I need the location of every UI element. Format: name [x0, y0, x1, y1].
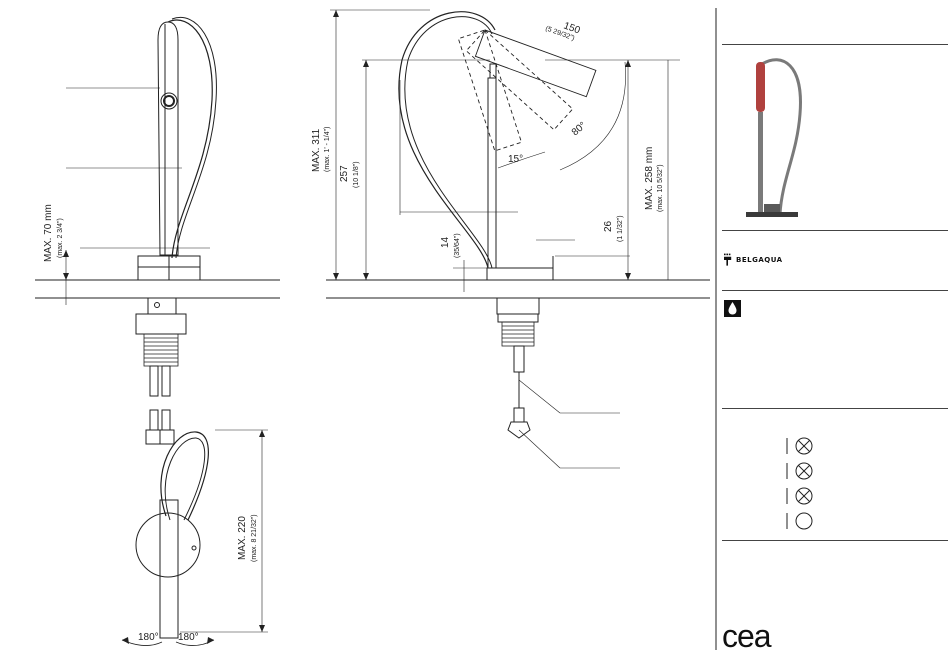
cea-logo: cea — [722, 620, 802, 657]
empty-circle-icon — [786, 511, 816, 531]
faucet-thumbnail-icon — [742, 54, 818, 222]
water-badge — [724, 300, 741, 317]
panel-rule — [722, 290, 948, 291]
rotation-left: 180° — [138, 632, 159, 643]
h26-sub: (1 1/32") — [617, 215, 624, 242]
rotation-right: 180° — [178, 632, 199, 643]
max220-sub: (max. 8 21/32") — [251, 514, 258, 562]
crossed-circle-icon — [786, 461, 816, 481]
angle-15: 15° — [508, 154, 523, 165]
total-height-main: MAX. 311 — [311, 128, 322, 172]
info-panel: BELGAQUA — [714, 0, 950, 655]
certification-symbols — [786, 433, 816, 533]
max258-main: MAX. 258 mm — [644, 147, 655, 210]
total-height-sub: (max. 1' - 1/4") — [324, 127, 331, 172]
belgaqua-logo-icon — [724, 253, 732, 267]
cea-logo-mark: cea — [722, 620, 802, 652]
crossed-circle-icon — [786, 486, 816, 506]
h14-sub: (35/64") — [454, 233, 461, 258]
height-dim-sub: (max. 2 3/4") — [57, 218, 64, 258]
belgaqua-brand: BELGAQUA — [724, 252, 783, 268]
panel-rule — [722, 540, 948, 541]
logo-text: cea — [722, 620, 772, 652]
max220-main: MAX. 220 — [237, 516, 248, 560]
h14-main: 14 — [440, 236, 451, 248]
panel-rule — [722, 44, 948, 45]
panel-rule — [722, 408, 948, 409]
angle-80: 80° — [570, 120, 589, 138]
side-view — [326, 10, 710, 468]
panel-rule — [722, 230, 948, 231]
water-drop-icon — [724, 300, 741, 317]
front-view — [35, 17, 280, 444]
h257-sub: (10 1/8") — [353, 161, 360, 188]
crossed-circle-icon — [786, 436, 816, 456]
max258-sub: (max. 10 5/32") — [657, 164, 664, 212]
h257-main: 257 — [339, 165, 350, 182]
h26-main: 26 — [603, 220, 614, 232]
brand-name: BELGAQUA — [736, 256, 783, 264]
height-dim-main: MAX. 70 mm — [43, 204, 54, 262]
